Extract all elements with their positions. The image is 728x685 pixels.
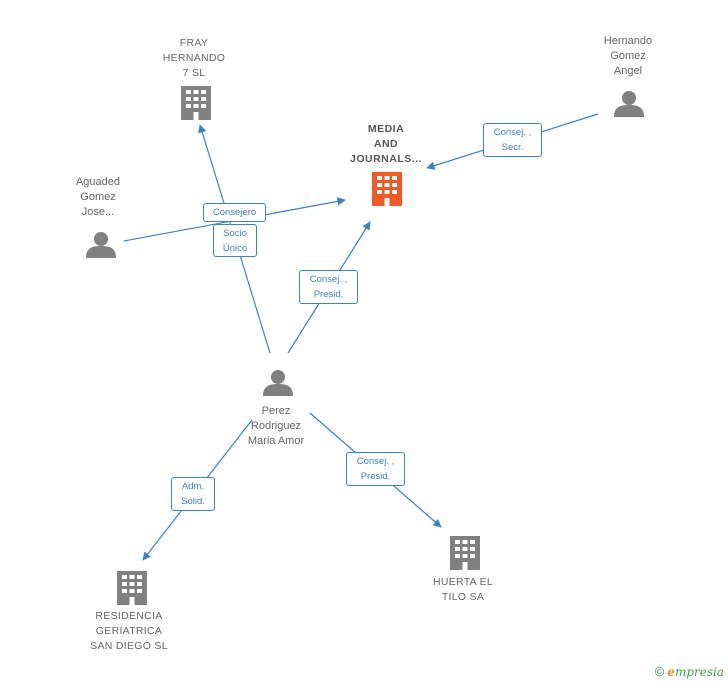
building-icon[interactable] — [117, 571, 147, 605]
person-icon[interactable] — [614, 91, 644, 117]
node-label-hernando-gomez-angel[interactable]: Hernando Gomez Angel — [603, 35, 653, 77]
node-label-perez-rodriguez-maria-amor[interactable]: Perez Rodriguez Maria Amor — [247, 405, 305, 447]
node-label-huerta-el-tilo[interactable]: HUERTA EL TILO SA — [432, 576, 494, 603]
relation-label-perez-fray: Socio Único — [213, 224, 257, 257]
relation-label-aguaded-media: Consejero — [203, 203, 266, 222]
node-label-residencia-geriatrica[interactable]: RESIDENCIA GERIATRICA SAN DIEGO SL — [90, 610, 168, 652]
relation-label-perez-residencia: Adm. Solid. — [171, 477, 215, 511]
building-icon[interactable] — [181, 86, 211, 120]
building-icon[interactable] — [450, 536, 480, 570]
node-label-fray-hernando[interactable]: FRAY HERNANDO 7 SL — [162, 37, 226, 79]
person-icon[interactable] — [263, 370, 293, 396]
relation-label-perez-huerta: Consej. , Presid. — [346, 452, 405, 486]
empresia-brand[interactable]: ©empresia — [655, 664, 724, 679]
building-icon[interactable] — [372, 172, 402, 206]
relation-label-hernando-media: Consej. , Secr. — [483, 123, 542, 157]
brand-name: mpresia — [674, 665, 724, 679]
brand-initial: e — [667, 665, 675, 679]
copyright-icon: © — [654, 664, 665, 679]
node-label-media-and-journals[interactable]: MEDIA AND JOURNALS... — [349, 123, 422, 165]
node-label-aguaded-gomez-jose[interactable]: Aguaded Gomez Jose... — [75, 176, 121, 218]
person-icon[interactable] — [86, 232, 116, 258]
relation-label-perez-media: Consej. , Presid. — [299, 270, 358, 304]
